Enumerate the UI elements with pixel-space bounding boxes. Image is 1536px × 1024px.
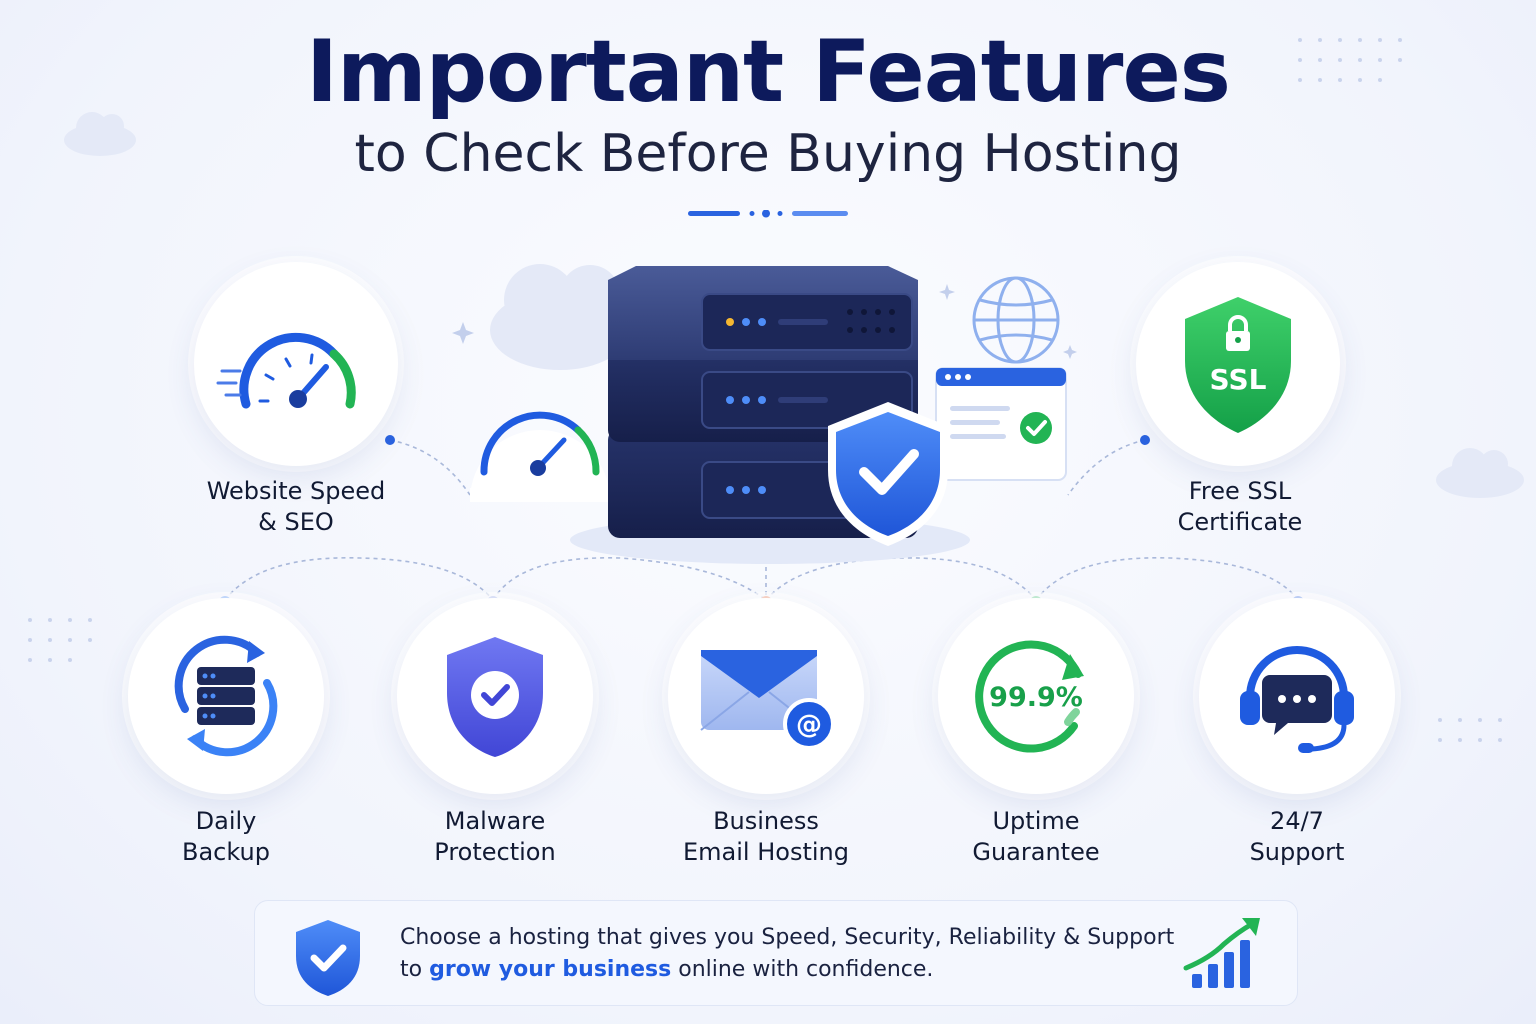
label-support: 24/7 Support [1249, 807, 1345, 866]
page-title: Important Features [306, 22, 1231, 122]
feature-business-email: @ [668, 598, 864, 794]
banner-line1: Choose a hosting that gives you Speed, S… [400, 925, 1175, 950]
feature-uptime-guarantee: 99.9% [938, 598, 1134, 794]
server-backup-icon [174, 635, 278, 757]
speedometer-icon [216, 332, 356, 409]
central-server-illustration [452, 266, 1077, 564]
label-free-ssl: Free SSL Certificate [1177, 477, 1303, 536]
speedometer-card-icon [470, 411, 610, 502]
browser-window-icon [935, 367, 1067, 481]
label-website-speed: Website Speed & SEO [206, 477, 386, 536]
ssl-shield-icon: SSL [1185, 297, 1291, 433]
label-daily-backup: Daily Backup [182, 807, 270, 866]
feature-website-speed [194, 262, 398, 466]
feature-support [1199, 598, 1395, 794]
label-business-email: Business Email Hosting [683, 807, 849, 866]
email-icon: @ [700, 650, 835, 750]
security-shield-icon [828, 402, 948, 546]
feature-daily-backup [128, 598, 324, 794]
banner-line2: to grow your business online with confid… [400, 957, 934, 982]
title-divider [688, 210, 848, 218]
banner-highlight: grow your business [429, 957, 672, 982]
label-uptime-guarantee: Uptime Guarantee [972, 807, 1100, 866]
headset-icon [1240, 646, 1354, 753]
banner-text: Choose a hosting that gives you Speed, S… [400, 922, 1180, 986]
page-subtitle: to Check Before Buying Hosting [354, 124, 1182, 184]
feature-free-ssl: SSL [1136, 262, 1340, 466]
globe-icon [972, 276, 1060, 364]
shield-check-icon [447, 637, 543, 757]
ssl-badge-text: SSL [1210, 363, 1267, 396]
svg-text:@: @ [796, 710, 822, 740]
bottom-banner [254, 900, 1298, 1006]
growth-chart-icon [1183, 918, 1260, 988]
uptime-value: 99.9% [989, 682, 1083, 713]
label-malware-protection: Malware Protection [434, 807, 556, 866]
feature-malware-protection [397, 598, 593, 794]
uptime-icon: 99.9% [975, 640, 1084, 753]
banner-shield-icon [296, 920, 360, 996]
